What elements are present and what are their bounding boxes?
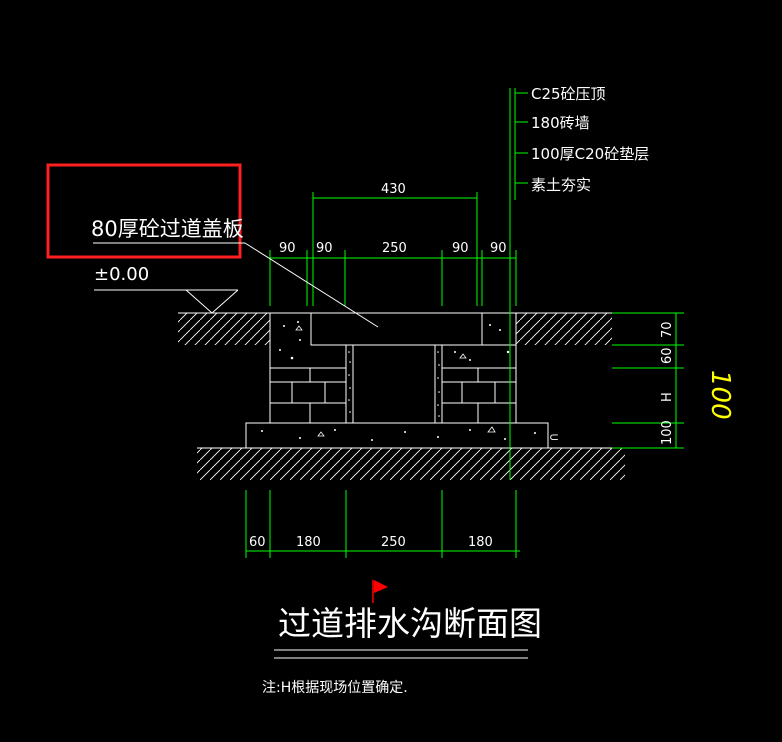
top-dim-seg-1: 90 (279, 241, 296, 256)
right-plaster (434, 345, 443, 423)
flag-icon (372, 580, 388, 603)
ground-top-left (178, 312, 270, 345)
handwritten-note: 100 (705, 370, 735, 420)
bottom-dim-4: 180 (468, 535, 493, 550)
layer-note-cushion: 100厚C20砼垫层 (531, 145, 649, 163)
left-wall-speckles (279, 321, 303, 360)
left-wall (269, 312, 347, 424)
top-dim-seg-4: 90 (452, 241, 469, 256)
concrete-cushion (245, 422, 549, 449)
title-underline (274, 649, 528, 659)
top-dim-segment-labels: 90 90 250 90 90 (279, 241, 507, 256)
cushion-speckles: ⊂ (261, 426, 559, 444)
right-dim-1: 70 (660, 321, 675, 338)
cover-label-highlight-box (46, 163, 242, 259)
cover-leader (93, 242, 379, 328)
svg-text:⊂: ⊂ (549, 430, 559, 444)
layer-note-soil: 素土夯实 (531, 176, 591, 194)
cover-label: 80厚砼过道盖板 (91, 217, 244, 241)
ground-bottom (197, 447, 625, 480)
drawing-title: 过道排水沟断面图 (278, 604, 542, 643)
layer-note-roof: C25砼压顶 (531, 85, 606, 103)
elevation-label: ±0.00 (94, 264, 149, 285)
top-dim-seg-3: 250 (382, 241, 407, 256)
elevation-marker (94, 289, 239, 314)
bottom-dim-3: 250 (381, 535, 406, 550)
bottom-dim-2: 180 (296, 535, 321, 550)
right-dim-2: 60 (660, 347, 675, 364)
right-dim-3: H (660, 392, 675, 402)
top-dimension-segments (269, 250, 517, 306)
bottom-dimension (245, 490, 520, 558)
top-dim-seg-5: 90 (490, 241, 507, 256)
left-plaster (345, 345, 354, 423)
bottom-dim-1: 60 (249, 535, 266, 550)
top-dim-overall-label: 430 (381, 182, 406, 197)
layer-leader (509, 88, 528, 480)
left-plaster-dots (348, 351, 351, 413)
ground-top-right (516, 312, 612, 345)
top-dimension-overall (312, 192, 478, 306)
cover-plate (310, 312, 483, 346)
right-dimension (612, 312, 684, 449)
drawing-note: 注:H根据现场位置确定. (262, 680, 408, 696)
right-dim-4: 100 (660, 420, 675, 445)
bottom-dim-labels: 60 180 250 180 (249, 535, 493, 550)
layer-note-wall: 180砖墙 (531, 114, 590, 132)
top-dim-seg-2: 90 (316, 241, 333, 256)
right-plaster-dots (437, 351, 440, 417)
right-wall-speckles (454, 324, 510, 361)
right-dim-labels: 70 60 H 100 (660, 321, 675, 445)
layer-notes: C25砼压顶 180砖墙 100厚C20砼垫层 素土夯实 (531, 85, 649, 194)
